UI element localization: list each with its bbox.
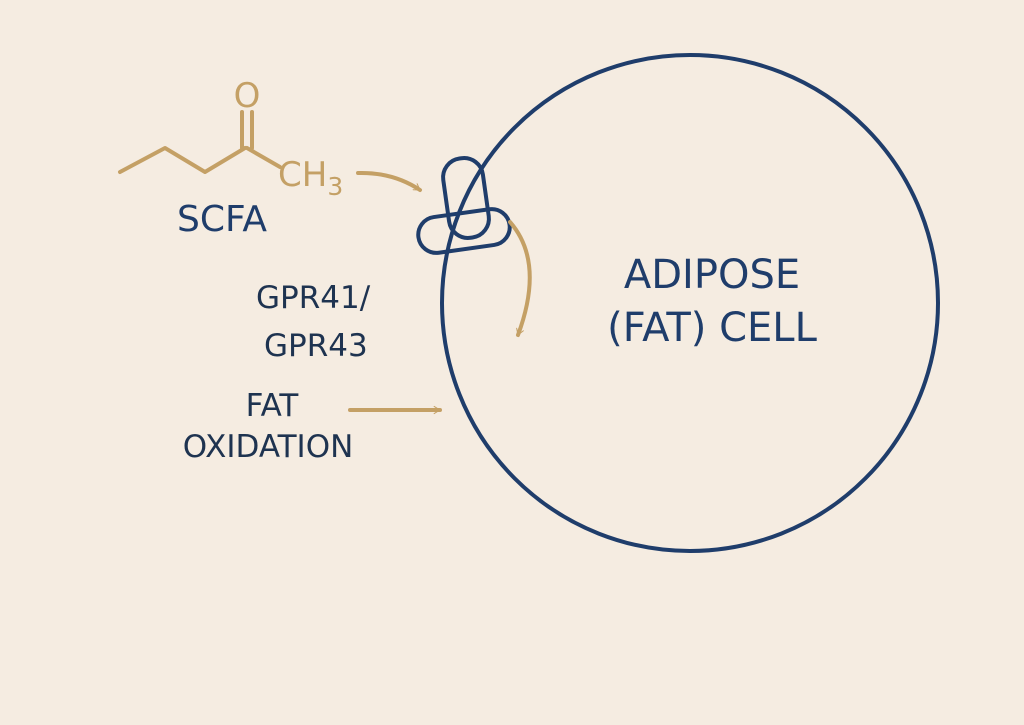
scfa-label: SCFA — [177, 199, 267, 240]
oxygen-atom-label: O — [234, 76, 261, 116]
scfa-to-receptor-arrow — [356, 170, 422, 192]
adipose-cell-membrane — [440, 53, 940, 553]
cell-label-line2: (FAT) CELL — [607, 305, 817, 351]
methyl-label-text: CH — [278, 155, 327, 195]
cell-label-line1: ADIPOSE — [624, 252, 800, 298]
fat-oxidation-label-line2: OXIDATION — [183, 429, 354, 465]
receptor-label-line2: GPR43 — [264, 328, 368, 364]
receptor-label-line1: GPR41/ — [256, 280, 371, 316]
scfa-molecule-structure — [118, 110, 282, 174]
receptor-icon — [416, 156, 512, 255]
methyl-group-label: CH3 — [278, 155, 343, 201]
methyl-subscript: 3 — [327, 172, 343, 201]
receptor-signal-arrow — [508, 220, 532, 337]
fat-oxidation-label-line1: FAT — [246, 388, 300, 424]
